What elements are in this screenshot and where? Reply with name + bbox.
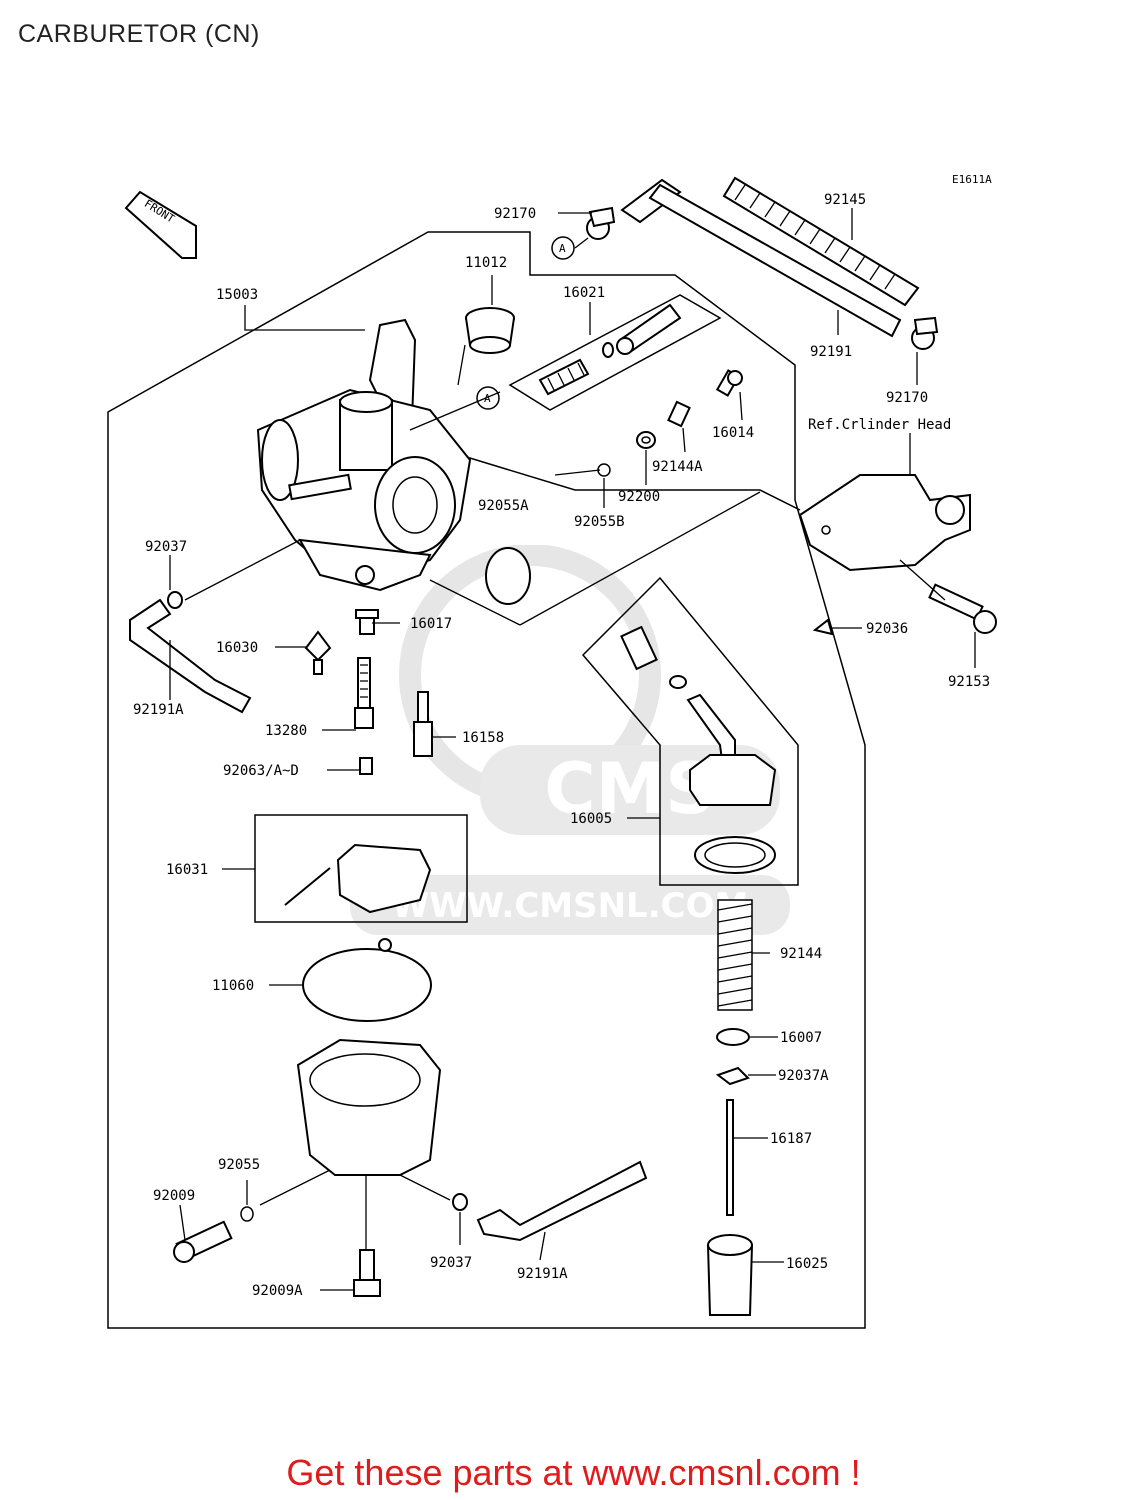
valve-subassembly-box (581, 576, 799, 886)
part-label-92037-lower: 92037 (430, 1255, 472, 1271)
retainer-16007-part (716, 1028, 750, 1046)
part-label-92055: 92055 (218, 1157, 260, 1173)
bolt-92153-part (928, 583, 997, 634)
part-label-16005: 16005 (570, 811, 612, 827)
part-label-92144a: 92144A (652, 459, 703, 475)
clamp-92170-top-part (586, 206, 616, 240)
cap-11012-part (465, 307, 515, 354)
part-label-15003: 15003 (216, 287, 258, 303)
clamp-92170-right-part (911, 316, 939, 350)
hose-92191a-upper-part (129, 598, 252, 714)
jet-16017-part (355, 609, 379, 635)
fuel-valve-16005-part (620, 625, 777, 874)
gasket-11060-part (302, 938, 432, 1022)
part-label-92144: 92144 (780, 946, 822, 962)
choke-plunger-16021-part (538, 303, 682, 396)
plunger-subassembly-box (508, 294, 722, 411)
screw-92009a-part (353, 1249, 381, 1297)
oring-92055a-part (485, 547, 531, 605)
part-label-92009: 92009 (153, 1188, 195, 1204)
callout-a-marker-body: A (476, 386, 500, 410)
part-label-92191a-lower: 92191A (517, 1266, 568, 1282)
throttle-valve-16025-part (706, 1234, 754, 1316)
float-16031-part (284, 843, 432, 914)
part-label-92055b: 92055B (574, 514, 625, 530)
part-label-11060: 11060 (212, 978, 254, 994)
callout-a-marker-top: A (551, 236, 575, 260)
part-label-92191a-upper: 92191A (133, 702, 184, 718)
washer-92200-part (636, 431, 656, 449)
part-label-16030: 16030 (216, 640, 258, 656)
part-label-92009a: 92009A (252, 1283, 303, 1299)
hose-92191a-lower-part (476, 1160, 648, 1242)
spring-92144a-part (667, 400, 691, 428)
main-jet-92063-part (359, 757, 373, 775)
pilot-jet-16158-part (413, 691, 433, 757)
part-label-92063: 92063/A~D (223, 763, 299, 779)
part-label-92037-upper: 92037 (145, 539, 187, 555)
part-label-92145: 92145 (824, 192, 866, 208)
part-label-13280: 13280 (265, 723, 307, 739)
cylinder-head-ref-part (798, 474, 971, 572)
clip-92036-part (812, 618, 834, 636)
part-label-92170: 92170 (494, 206, 536, 222)
callout-a-label-body: A (484, 392, 491, 405)
part-label-92191: 92191 (810, 344, 852, 360)
needle-valve-16030-part (304, 630, 332, 675)
part-label-92036: 92036 (866, 621, 908, 637)
assembly-frame (107, 231, 866, 1329)
spring-92144-part (717, 899, 753, 1011)
clamp-92037-lower-part (452, 1193, 468, 1211)
clip-92037a-part (715, 1066, 750, 1086)
gasket-bracket-box (459, 454, 801, 511)
oring-92055-part (240, 1206, 254, 1222)
part-label-92153: 92153 (948, 674, 990, 690)
clamp-92037-upper-part (167, 591, 183, 609)
part-label-92055a: 92055A (478, 498, 529, 514)
screw-92009-part (173, 1220, 233, 1263)
part-label-92170-right: 92170 (886, 390, 928, 406)
part-label-16007: 16007 (780, 1030, 822, 1046)
part-label-16017: 16017 (410, 616, 452, 632)
callout-a-label-top: A (559, 242, 566, 255)
hose-protector-92145-part (722, 176, 920, 307)
needle-jet-13280-part (354, 657, 374, 729)
needle-16187-part (726, 1099, 734, 1216)
part-label-11012: 11012 (465, 255, 507, 271)
part-label-16158: 16158 (462, 730, 504, 746)
part-label-16021: 16021 (563, 285, 605, 301)
screw-16014-part (715, 369, 743, 397)
ref-cylinder-head-note: Ref.Crlinder Head (808, 417, 951, 433)
part-label-16031: 16031 (166, 862, 208, 878)
float-chamber-part (296, 1038, 442, 1176)
page-title: CARBURETOR (CN) (18, 20, 260, 48)
part-label-16025: 16025 (786, 1256, 828, 1272)
part-label-92037a: 92037A (778, 1068, 829, 1084)
diagram-code: E1611A (952, 173, 992, 186)
carburetor-body-15003-part (256, 318, 472, 592)
part-label-16014: 16014 (712, 425, 754, 441)
front-arrow-icon: FRONT (124, 190, 197, 259)
footer-link[interactable]: Get these parts at www.cmsnl.com ! (286, 1452, 861, 1493)
part-label-16187: 16187 (770, 1131, 812, 1147)
fuel-hose-92191-part (620, 178, 902, 338)
part-label-92200: 92200 (618, 489, 660, 505)
